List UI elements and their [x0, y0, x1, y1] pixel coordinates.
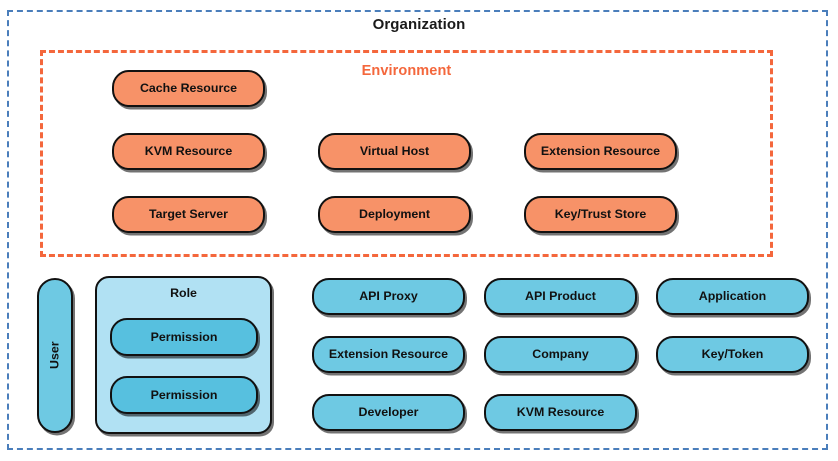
org-role-label: Role: [170, 286, 197, 300]
env-node-deployment[interactable]: Deployment: [318, 196, 471, 233]
environment-title: Environment: [361, 63, 452, 79]
env-node-kvm-resource[interactable]: KVM Resource: [112, 133, 265, 170]
env-node-extension-resource[interactable]: Extension Resource: [524, 133, 677, 170]
org-node-api-proxy[interactable]: API Proxy: [312, 278, 465, 315]
org-node-permission-1[interactable]: Permission: [110, 318, 258, 356]
org-node-key-token[interactable]: Key/Token: [656, 336, 809, 373]
org-node-api-product[interactable]: API Product: [484, 278, 637, 315]
env-node-key-trust-store[interactable]: Key/Trust Store: [524, 196, 677, 233]
env-node-virtual-host[interactable]: Virtual Host: [318, 133, 471, 170]
org-node-permission-2[interactable]: Permission: [110, 376, 258, 414]
org-node-developer[interactable]: Developer: [312, 394, 465, 431]
env-node-cache-resource[interactable]: Cache Resource: [112, 70, 265, 107]
org-node-extension-resource[interactable]: Extension Resource: [312, 336, 465, 373]
org-node-user-label: User: [47, 341, 62, 370]
org-node-application[interactable]: Application: [656, 278, 809, 315]
org-node-kvm-resource[interactable]: KVM Resource: [484, 394, 637, 431]
org-node-company[interactable]: Company: [484, 336, 637, 373]
org-node-user[interactable]: User: [37, 278, 73, 433]
organization-title: Organization: [372, 16, 466, 33]
env-node-target-server[interactable]: Target Server: [112, 196, 265, 233]
environment-container: [40, 50, 773, 257]
